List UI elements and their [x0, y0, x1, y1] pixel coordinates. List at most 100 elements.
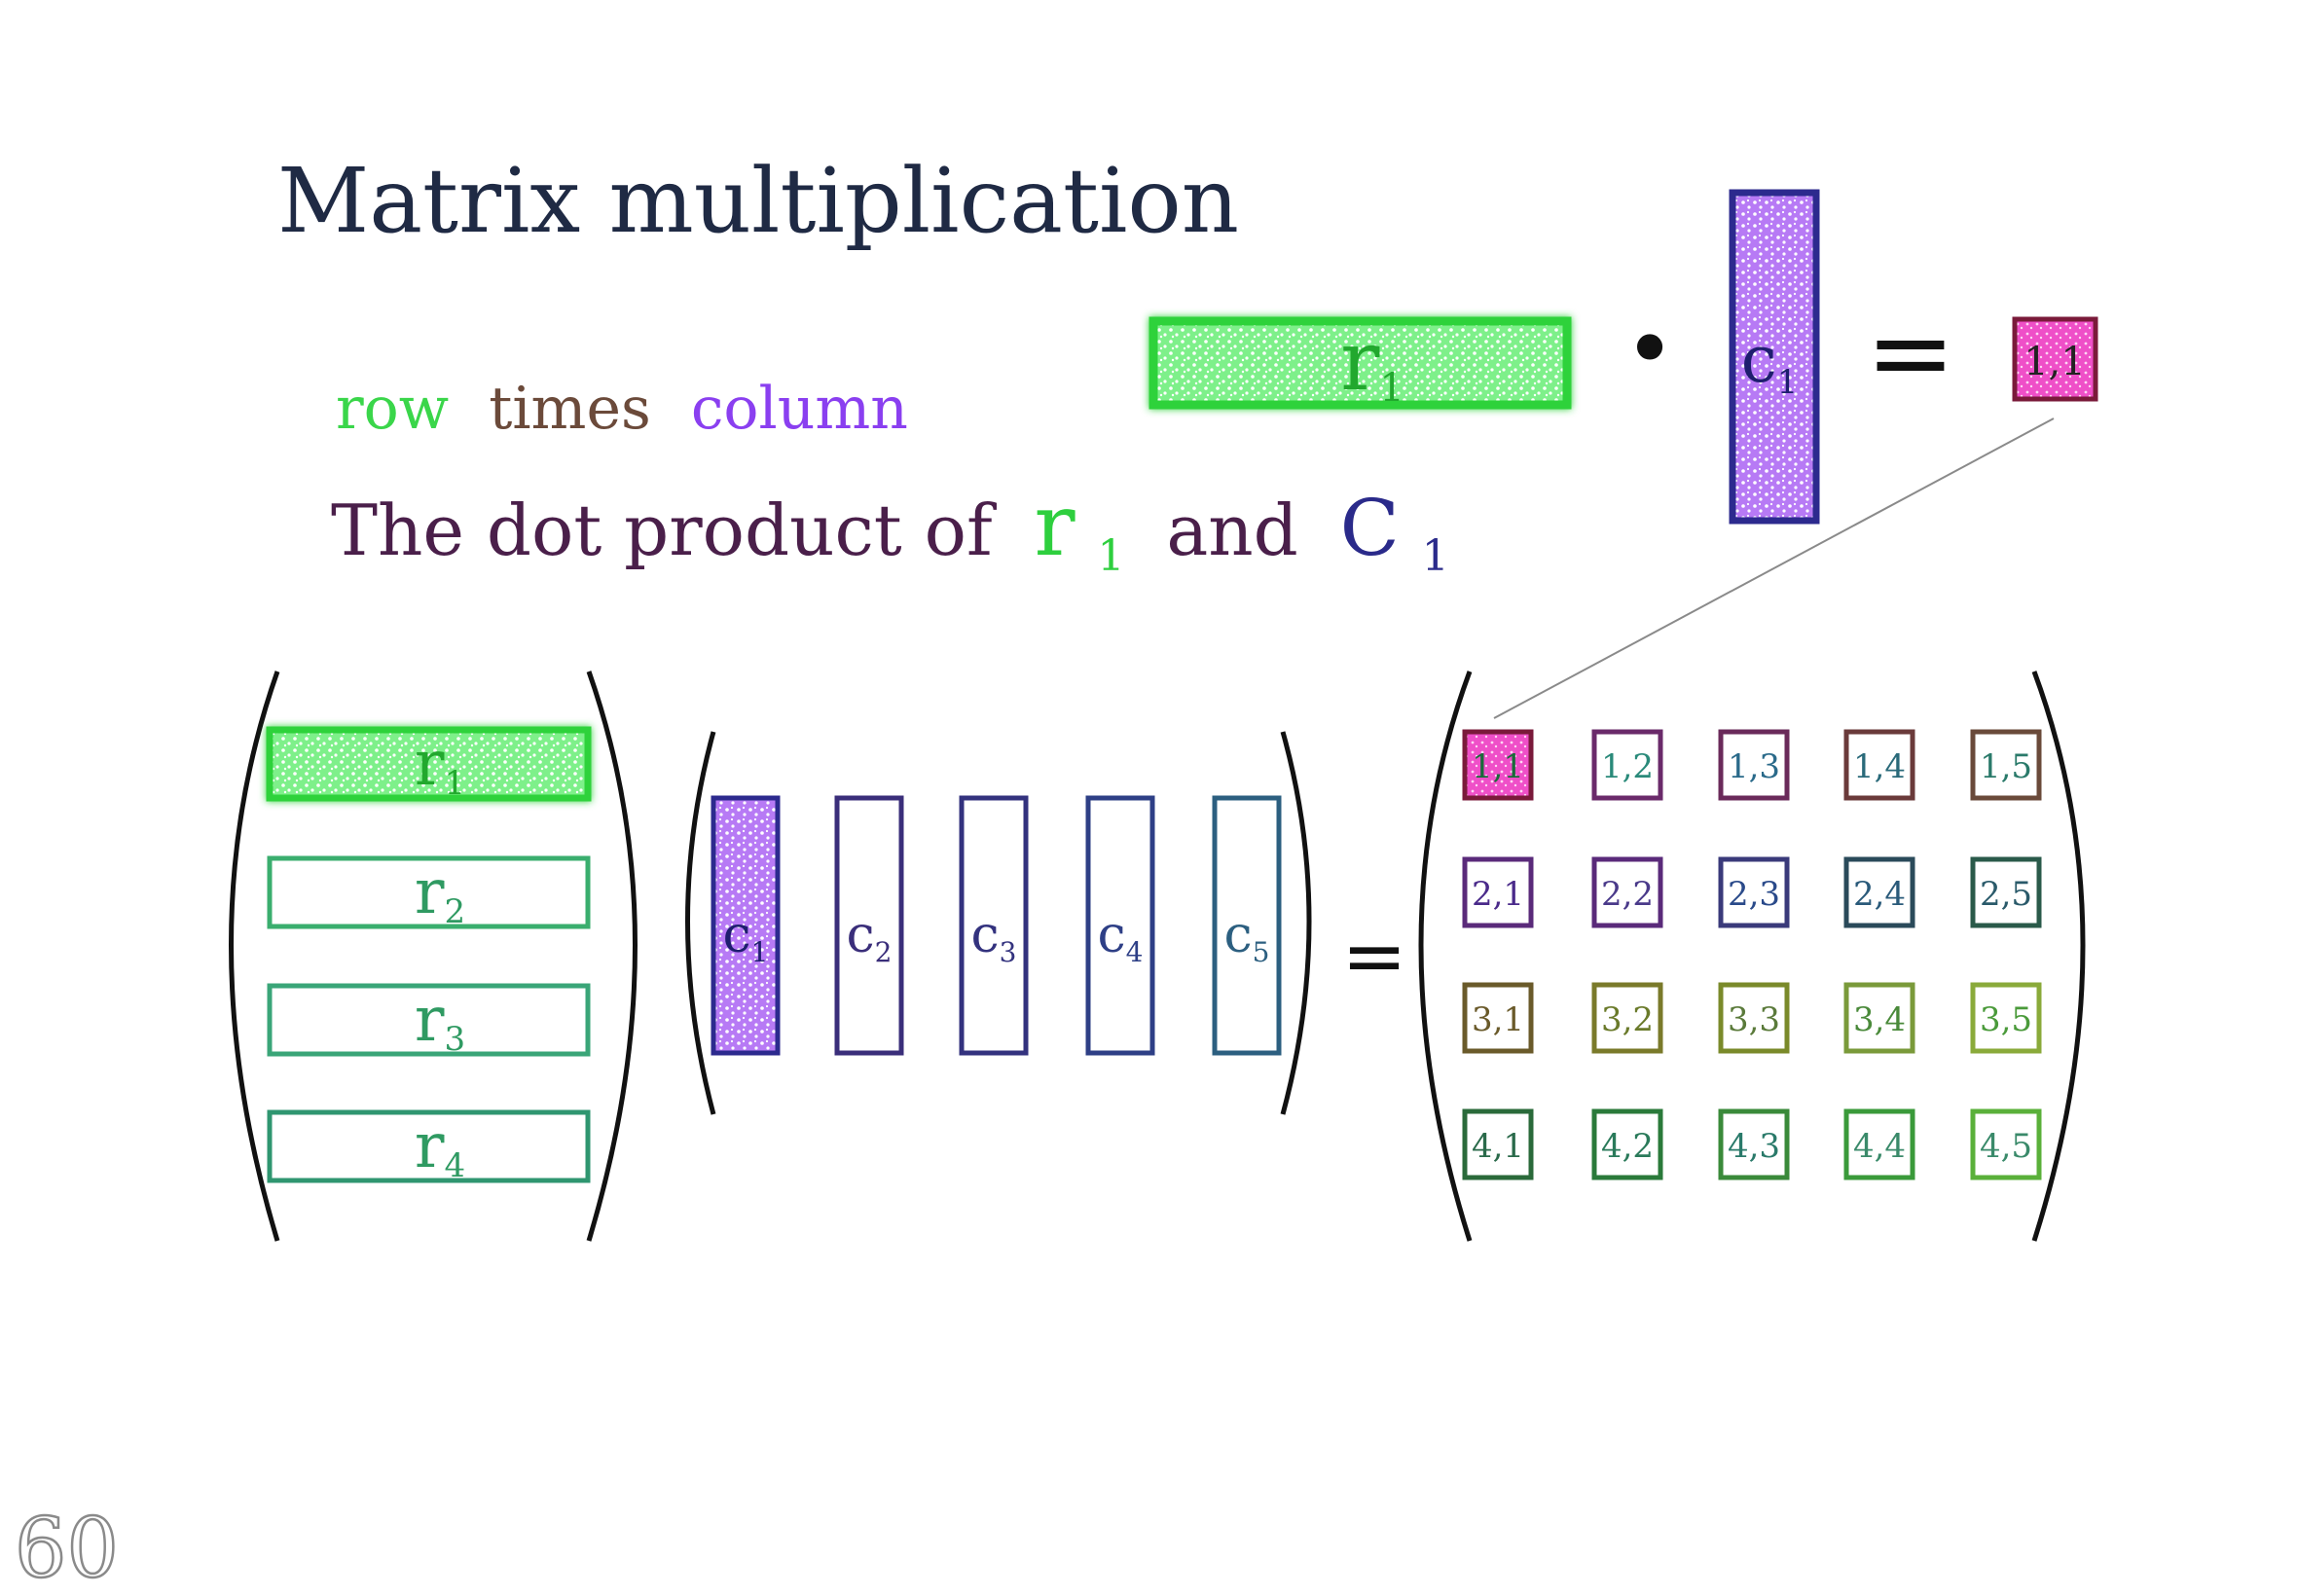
result-cell-1-3: 1,3 — [1718, 729, 1790, 801]
result-cell-1-4: 1,4 — [1843, 729, 1915, 801]
result-cell-3-1: 3,1 — [1462, 982, 1534, 1054]
result-cell-2-2: 2,2 — [1591, 856, 1663, 928]
column-box — [834, 795, 904, 1056]
result-cell-box — [1462, 1108, 1534, 1180]
result-cell-label: 1,4 — [1853, 747, 1906, 786]
row-vector-3: r3 — [267, 983, 591, 1059]
result-cell-box — [1843, 1108, 1915, 1180]
matrix-equals-sign: = — [1341, 911, 1406, 1001]
result-cell-label: 1,2 — [1601, 747, 1654, 786]
column-vector-4: c4 — [1085, 795, 1155, 1056]
caption-line-2: The dot product of r 1 and C 1 — [331, 475, 1449, 587]
result-cell-label: 3,5 — [1980, 1000, 2032, 1039]
left-matrix-open-bracket — [229, 671, 280, 1242]
row-label: r3 — [415, 984, 465, 1059]
row-vector-2: r2 — [267, 855, 591, 931]
row-label: r4 — [415, 1110, 465, 1185]
result-cell-4-1: 4,1 — [1462, 1108, 1534, 1180]
result-cell-2-4: 2,4 — [1843, 856, 1915, 928]
top-result-label: 1,1 — [2024, 340, 2086, 384]
caption-and-word: and — [1166, 490, 1297, 571]
result-cell-label: 4,1 — [1472, 1127, 1524, 1166]
row-box — [267, 983, 591, 1057]
result-cell-4-3: 4,3 — [1718, 1108, 1790, 1180]
result-cell-box — [1843, 856, 1915, 928]
result-cell-box — [1718, 982, 1790, 1054]
result-cell-label: 4,4 — [1853, 1127, 1906, 1166]
result-cell-box — [1970, 1108, 2042, 1180]
result-cell-label: 3,3 — [1728, 1000, 1780, 1039]
column-vector-2: c2 — [834, 795, 904, 1056]
result-cell-1-2: 1,2 — [1591, 729, 1663, 801]
column-vector-1: c1 — [711, 795, 781, 1056]
result-cell-box — [1970, 856, 2042, 928]
caption-c-symbol: C — [1340, 483, 1400, 573]
row-matrix: r1 r2 r3 r4 — [266, 726, 592, 1185]
result-cell-box — [1591, 1108, 1663, 1180]
result-cell-4-5: 4,5 — [1970, 1108, 2042, 1180]
result-cell-3-3: 3,3 — [1718, 982, 1790, 1054]
column-label: c1 — [723, 906, 769, 968]
result-cell-3-4: 3,4 — [1843, 982, 1915, 1054]
caption-row-word: row — [336, 375, 449, 443]
column-matrix-open-bracket — [685, 731, 716, 1115]
left-matrix-close-bracket — [586, 671, 638, 1242]
dot-operator: • — [1623, 299, 1675, 401]
column-matrix-close-bracket — [1280, 731, 1312, 1115]
row-vector-1: r1 — [266, 726, 592, 803]
result-cell-box — [1462, 982, 1534, 1054]
top-equals-sign: = — [1866, 290, 1955, 415]
result-cell-label: 4,2 — [1601, 1127, 1654, 1166]
result-cell-label: 2,1 — [1472, 875, 1524, 914]
result-cell-label: 3,1 — [1472, 1000, 1524, 1039]
top-row-vector — [1148, 316, 1572, 410]
result-cell-1-5: 1,5 — [1970, 729, 2042, 801]
result-cell-label: 1,5 — [1980, 747, 2032, 786]
column-label: c5 — [1224, 906, 1270, 968]
result-matrix-close-bracket — [2031, 671, 2086, 1242]
result-cell-box — [1718, 729, 1790, 801]
page-number: 60 — [15, 1501, 119, 1596]
row-label: r2 — [415, 856, 465, 931]
result-cell-1-1: 1,1 — [1462, 729, 1534, 801]
result-cell-box — [1843, 729, 1915, 801]
row-box — [267, 1109, 591, 1183]
top-column-vector — [1729, 189, 1820, 525]
result-cell-2-5: 2,5 — [1970, 856, 2042, 928]
caption-times-word: times — [489, 375, 651, 443]
result-cell-3-2: 3,2 — [1591, 982, 1663, 1054]
row-box — [267, 855, 591, 929]
row-box — [266, 726, 592, 802]
result-cell-label: 3,4 — [1853, 1000, 1906, 1039]
column-label: c2 — [847, 906, 893, 968]
caption-r-symbol: r — [1035, 475, 1076, 575]
top-row-label: r1 — [1340, 313, 1404, 411]
column-vector-3: c3 — [959, 795, 1029, 1056]
column-vector-5: c5 — [1212, 795, 1282, 1056]
result-cell-box — [1718, 1108, 1790, 1180]
result-cell-box — [1591, 982, 1663, 1054]
result-cell-2-1: 2,1 — [1462, 856, 1534, 928]
result-cell-box — [1462, 856, 1534, 928]
result-cell-box — [1462, 729, 1534, 801]
top-column-label: c1 — [1741, 322, 1799, 402]
column-matrix: c1 c2 c3 c4 c5 — [711, 795, 1282, 1056]
result-cell-label: 2,2 — [1601, 875, 1654, 914]
top-result-cell — [2012, 316, 2098, 402]
result-cell-label: 1,3 — [1728, 747, 1780, 786]
result-cell-box — [1970, 982, 2042, 1054]
column-box — [711, 795, 781, 1056]
result-cell-label: 2,5 — [1980, 875, 2032, 914]
caption-r-subscript: 1 — [1097, 531, 1124, 581]
caption-dot-product-text: The dot product of — [331, 490, 997, 571]
column-box — [1212, 795, 1282, 1056]
result-cell-3-5: 3,5 — [1970, 982, 2042, 1054]
result-matrix-open-bracket — [1418, 671, 1473, 1242]
page-title: Matrix multiplication — [277, 149, 1239, 253]
column-label: c3 — [971, 906, 1017, 968]
top-equation: r1 • c1 = 1,1 — [1148, 189, 2098, 525]
row-label: r1 — [415, 728, 465, 803]
result-cell-4-2: 4,2 — [1591, 1108, 1663, 1180]
